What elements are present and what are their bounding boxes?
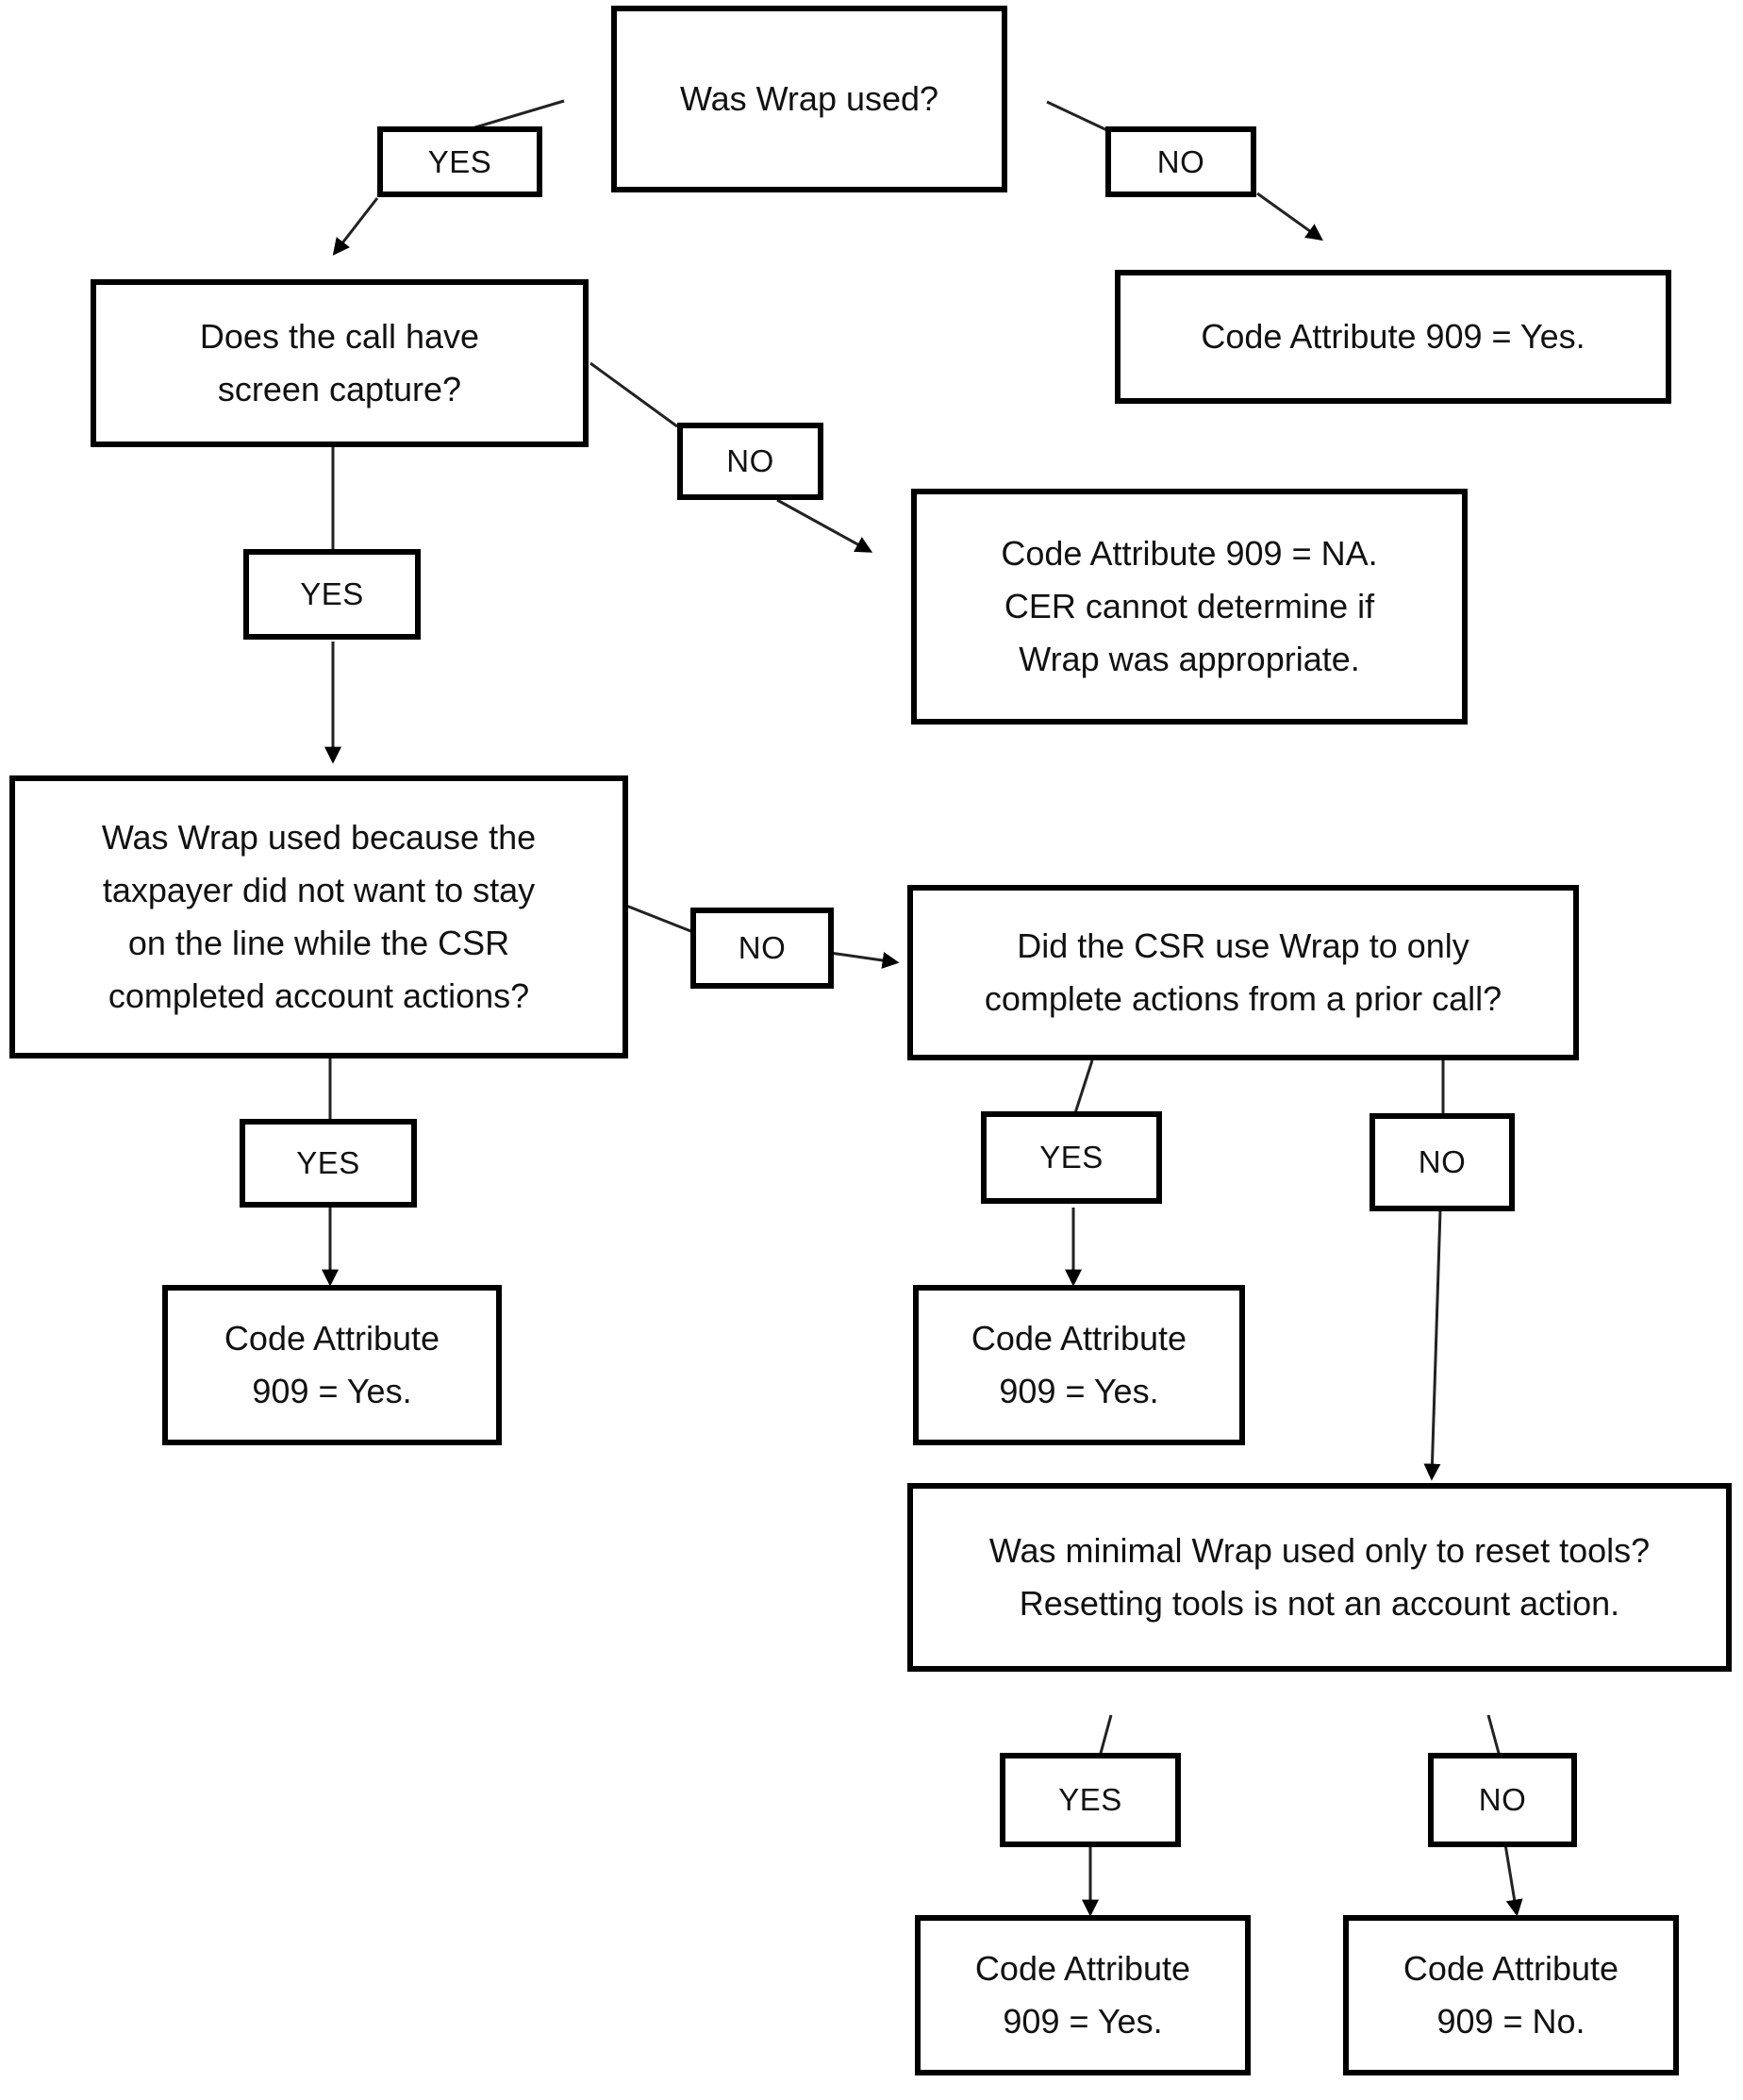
edge-resettools-to-no5 <box>1486 1714 1502 1758</box>
node-label: YES <box>296 1145 360 1181</box>
edge-label-yes-4[interactable]: YES <box>981 1111 1162 1204</box>
node-label: Code Attribute 909 = Yes. <box>224 1319 440 1410</box>
edge-priorcall-to-yes4 <box>1071 1059 1094 1120</box>
edge-label-yes-1[interactable]: YES <box>377 126 542 197</box>
edge-yes1-to-screencapture <box>332 197 379 256</box>
node-label: YES <box>300 576 364 612</box>
edge-label-yes-3[interactable]: YES <box>240 1119 417 1208</box>
edge-label-no-5[interactable]: NO <box>1428 1753 1577 1847</box>
node-code-909-yes-bottom[interactable]: Code Attribute 909 = Yes. <box>915 1915 1251 2075</box>
edge-no5-to-909no-bottom <box>1503 1843 1523 1917</box>
node-label: Does the call have screen capture? <box>199 317 480 408</box>
node-label: Code Attribute 909 = NA. CER cannot dete… <box>1001 534 1378 678</box>
edge-label-no-2[interactable]: NO <box>677 423 823 500</box>
node-wrap-used-taxpayer-not-stay[interactable]: Was Wrap used because the taxpayer did n… <box>9 775 628 1058</box>
node-label: NO <box>1418 1144 1467 1180</box>
node-label: NO <box>726 443 774 479</box>
node-label: YES <box>1039 1140 1104 1175</box>
edge-no2-to-909na <box>776 498 873 553</box>
node-did-csr-use-wrap-prior-call[interactable]: Did the CSR use Wrap to only complete ac… <box>907 885 1579 1060</box>
node-label: NO <box>1478 1782 1527 1818</box>
node-label: Was Wrap used because the taxpayer did n… <box>101 818 537 1015</box>
node-was-wrap-used[interactable]: Was Wrap used? <box>611 6 1007 192</box>
edge-no4-to-resettools <box>1423 1209 1442 1481</box>
edge-resettools-to-yes5 <box>1098 1714 1113 1758</box>
node-code-909-yes-mid[interactable]: Code Attribute 909 = Yes. <box>913 1285 1245 1445</box>
node-label: Code Attribute 909 = Yes. <box>971 1319 1187 1410</box>
edge-label-no-4[interactable]: NO <box>1370 1113 1515 1211</box>
node-code-909-yes-left[interactable]: Code Attribute 909 = Yes. <box>162 1285 502 1445</box>
node-label: Was Wrap used? <box>679 79 939 119</box>
node-label: YES <box>1058 1782 1122 1818</box>
node-was-minimal-wrap-reset-tools[interactable]: Was minimal Wrap used only to reset tool… <box>907 1483 1732 1672</box>
node-label: Was minimal Wrap used only to reset tool… <box>988 1531 1651 1623</box>
edge-label-no-3[interactable]: NO <box>690 908 834 989</box>
node-label: Code Attribute 909 = Yes. <box>1201 317 1585 357</box>
node-code-909-na[interactable]: Code Attribute 909 = NA. CER cannot dete… <box>911 489 1468 725</box>
edge-no1-to-909yes-top <box>1256 192 1323 242</box>
node-label: Code Attribute 909 = No. <box>1403 1949 1619 2041</box>
node-code-909-yes-top[interactable]: Code Attribute 909 = Yes. <box>1115 270 1671 404</box>
edge-screencapture-to-no2 <box>589 361 678 428</box>
edge-label-no-1[interactable]: NO <box>1105 126 1256 197</box>
node-label: NO <box>738 930 787 966</box>
node-code-909-no-bottom[interactable]: Code Attribute 909 = No. <box>1343 1915 1679 2075</box>
edge-taxpayer-to-no3 <box>625 904 699 936</box>
node-label: NO <box>1156 143 1205 179</box>
edge-wrap-to-no1 <box>1046 100 1112 134</box>
node-does-call-have-screen-capture[interactable]: Does the call have screen capture? <box>91 279 589 447</box>
node-label: YES <box>427 143 492 179</box>
edge-no3-to-priorcall <box>829 951 900 969</box>
node-label: Did the CSR use Wrap to only complete ac… <box>984 926 1502 1018</box>
edge-label-yes-2[interactable]: YES <box>243 549 421 640</box>
edge-label-yes-5[interactable]: YES <box>1000 1753 1181 1847</box>
node-label: Code Attribute 909 = Yes. <box>974 1949 1191 2041</box>
